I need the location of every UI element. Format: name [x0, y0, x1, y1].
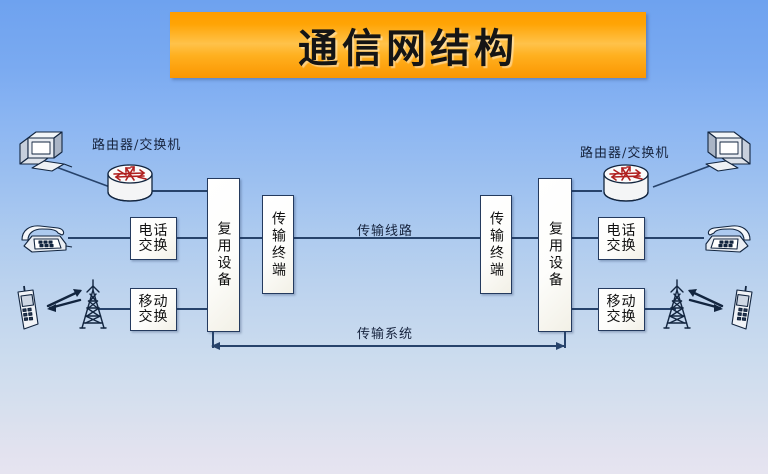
span-arrowhead-left	[211, 341, 220, 350]
span-arrow-line	[212, 345, 565, 347]
box-label-line1: 移动	[606, 293, 637, 310]
box-mobile-switch-right[interactable]: 移动 交换	[598, 288, 645, 331]
box-label-line2: 交换	[606, 308, 637, 325]
box-label-line2: 交换	[138, 237, 169, 254]
mobile-phone-icon	[731, 285, 753, 330]
link-phoneswitch-left-to-mux	[175, 237, 208, 239]
box-telephone-switch-right[interactable]: 电话 交换	[598, 217, 645, 260]
box-multiplex-equipment-right[interactable]: 复用设备	[538, 178, 572, 332]
antenna-tower-icon	[79, 279, 107, 329]
link-mux-right-to-router	[570, 190, 602, 192]
span-arrowhead-right	[556, 341, 565, 350]
span-tick-left	[212, 332, 214, 348]
link-mux-right-to-mobileswitch	[570, 308, 599, 310]
box-transmission-terminal-right[interactable]: 传输终端	[480, 195, 512, 294]
box-label-line1: 电话	[138, 222, 169, 239]
page-title: 通信网结构	[298, 25, 518, 72]
box-label: 传输终端	[270, 210, 286, 279]
wireless-link-arrows-icon	[688, 289, 724, 312]
link-phoneswitch-right-to-phone	[643, 237, 704, 239]
telephone-icon	[21, 225, 73, 253]
title-banner: 通信网结构	[170, 12, 646, 78]
router-icon	[603, 164, 649, 202]
box-multiplex-equipment-left[interactable]: 复用设备	[207, 178, 240, 332]
box-label-line2: 交换	[606, 237, 637, 254]
box-label: 复用设备	[547, 221, 563, 289]
link-terminal-right-to-mux	[510, 237, 538, 239]
box-transmission-terminal-left[interactable]: 传输终端	[262, 195, 294, 294]
link-mobileswitch-right-to-tower	[643, 308, 676, 310]
span-tick-right	[564, 332, 566, 348]
link-router-left-to-mux	[152, 190, 208, 192]
link-mux-right-to-phoneswitch	[570, 237, 599, 239]
box-label: 复用设备	[215, 221, 232, 289]
router-icon	[107, 164, 153, 202]
label-transmission-system: 传输系统	[357, 327, 414, 342]
box-label-line1: 电话	[606, 222, 637, 239]
antenna-tower-icon	[663, 279, 691, 329]
transmission-line-link	[292, 237, 480, 239]
label-router-switch-right: 路由器/交换机	[580, 146, 670, 161]
label-transmission-line: 传输线路	[357, 224, 414, 239]
box-telephone-switch-left[interactable]: 电话 交换	[130, 217, 177, 260]
link-mobileswitch-left-to-mux	[175, 308, 208, 310]
link-mux-left-to-terminal	[238, 237, 263, 239]
link-phone-left-to-switch	[68, 237, 131, 239]
wireless-link-arrows-icon	[46, 289, 82, 312]
box-mobile-switch-left[interactable]: 移动 交换	[130, 288, 177, 331]
box-label: 传输终端	[488, 210, 504, 279]
computer-icon	[705, 131, 751, 172]
telephone-icon	[705, 225, 751, 253]
label-router-switch-left: 路由器/交换机	[92, 138, 182, 153]
mobile-phone-icon	[17, 285, 39, 330]
box-label-line2: 交换	[138, 308, 169, 325]
computer-icon	[19, 131, 73, 172]
box-label-line1: 移动	[138, 293, 169, 310]
link-computer-right-to-router	[652, 163, 716, 188]
link-tower-left-to-mobileswitch	[99, 308, 131, 310]
